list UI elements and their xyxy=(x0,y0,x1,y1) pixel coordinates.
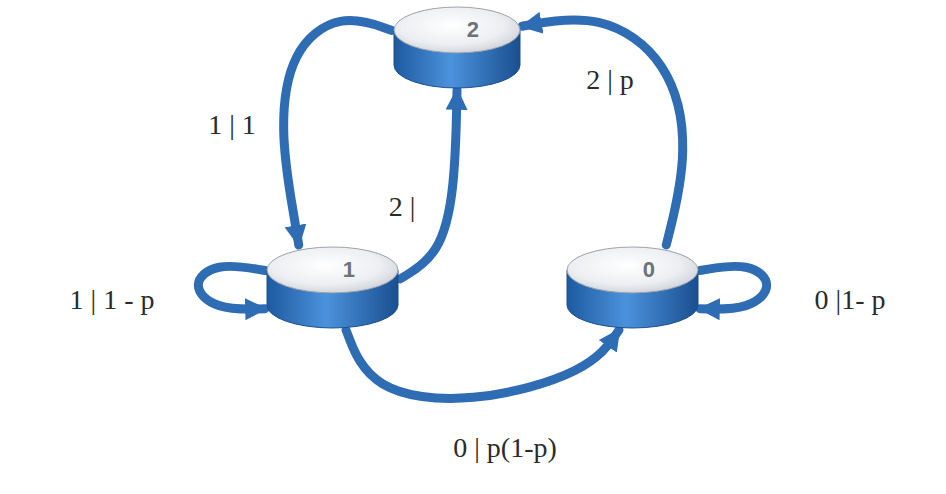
transition-arrow xyxy=(284,20,392,245)
transition-arrow xyxy=(700,266,767,309)
disk-top xyxy=(567,247,698,293)
transition-arrow xyxy=(400,90,457,279)
state-disk: 2 xyxy=(392,5,522,90)
transition-arrow xyxy=(198,266,265,309)
transition-label: 1 | 1 - p xyxy=(68,285,157,316)
transition-label: 2 | p xyxy=(584,65,636,96)
disk-top xyxy=(267,247,398,293)
state-number: 2 xyxy=(467,19,479,41)
state-number: 1 xyxy=(343,259,355,281)
state-disk: 1 xyxy=(265,245,400,330)
disk-shape xyxy=(265,245,400,330)
transition-label: 0 | p(1-p) xyxy=(451,433,559,464)
transition-label: 2 | xyxy=(387,192,418,223)
disk-shape xyxy=(565,245,700,330)
transition-label: 0 |1- p xyxy=(813,285,888,316)
state-disk: 0 xyxy=(565,245,700,330)
disk-top xyxy=(394,7,520,53)
disk-shape xyxy=(392,5,522,90)
transition-label: 1 | 1 xyxy=(206,110,258,141)
transition-arrow xyxy=(522,20,683,245)
transition-arrow xyxy=(346,330,619,398)
state-number: 0 xyxy=(643,259,655,281)
